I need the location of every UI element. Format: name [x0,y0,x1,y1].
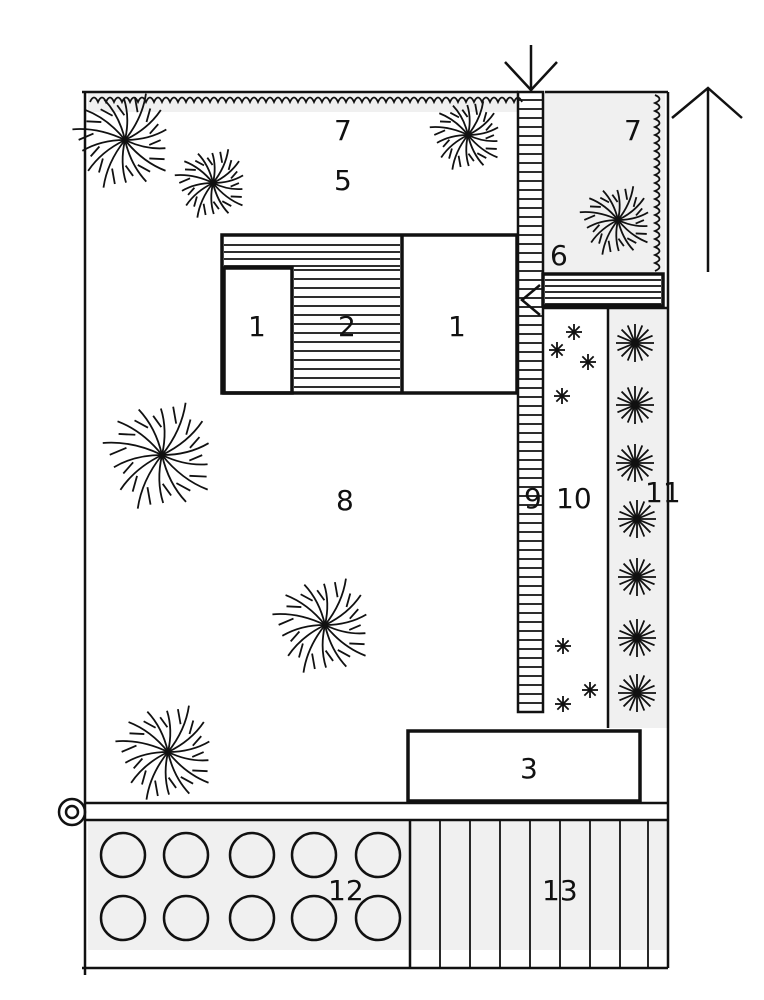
north-arrow-icon [671,86,743,272]
label-shed: 3 [520,752,538,785]
tree-icon [579,186,649,255]
hedge-top [89,96,523,105]
label-hedge-left: 7 [334,114,352,147]
star-shrub-icon [554,388,570,404]
tree-icon [115,705,210,800]
star-shrub-icon [555,696,571,712]
entrance-arrow-icon [504,45,558,92]
star-shrub-icon [555,638,571,654]
label-room-left: 1 [248,310,266,343]
label-path: 9 [524,482,542,515]
star-shrub-icon [618,558,656,596]
star-shrub-icon [549,342,565,358]
garden-path [516,90,545,714]
star-shrub-icon [566,324,582,340]
star-shrub-icon [618,500,656,538]
label-front-garden: 5 [334,164,352,197]
tree-icon [174,149,244,218]
house-hatching [224,244,400,388]
star-shrub-icon [618,619,656,657]
star-shrub-icon [582,682,598,698]
hedge-right [652,94,661,272]
vegetable-bed-circle [290,894,338,942]
vegetable-bed-circle [99,831,147,879]
vegetable-bed-circle [162,831,210,879]
label-vegetable-beds: 12 [328,874,364,907]
trees [72,93,649,800]
hedge-strip-shade [88,92,518,112]
house-room-left [222,266,294,395]
label-room-right: 1 [448,310,466,343]
vegetable-rows [439,820,649,968]
tree-icon [429,101,499,170]
vegetable-bed-circle [228,894,276,942]
tree-icon [272,578,367,673]
star-shrub-icon [580,354,596,370]
shed [406,729,642,803]
vegetable-bed-circle [162,894,210,942]
well-icon [57,797,87,827]
label-hedge-right: 7 [624,114,642,147]
path-hatching [518,99,543,704]
tree-icon [102,402,210,509]
star-shrub-icon [616,324,654,362]
shrubs [549,324,656,712]
label-flower-bed-outer: 11 [645,476,681,509]
vegetable-area-shade [88,820,668,950]
star-shrub-icon [616,444,654,482]
vegetable-bed-circle [99,894,147,942]
vegetable-bed-circle [354,894,402,942]
vegetable-bed-circle [290,831,338,879]
vegetable-bed-circles [99,831,402,942]
label-lawn: 8 [336,484,354,517]
label-flower-bed-inner: 10 [556,482,592,515]
tree-icon [72,93,167,188]
vegetable-bed-circle [228,831,276,879]
star-shrub-icon [616,386,654,424]
label-house-center: 2 [338,310,356,343]
label-terrace: 6 [550,239,568,272]
terrace-hatching [545,279,661,305]
vegetable-bed-circle [354,831,402,879]
label-vegetable-rows: 13 [542,874,578,907]
terrace [541,272,665,308]
terrace-step-icon [520,284,541,316]
star-shrub-icon [618,674,656,712]
